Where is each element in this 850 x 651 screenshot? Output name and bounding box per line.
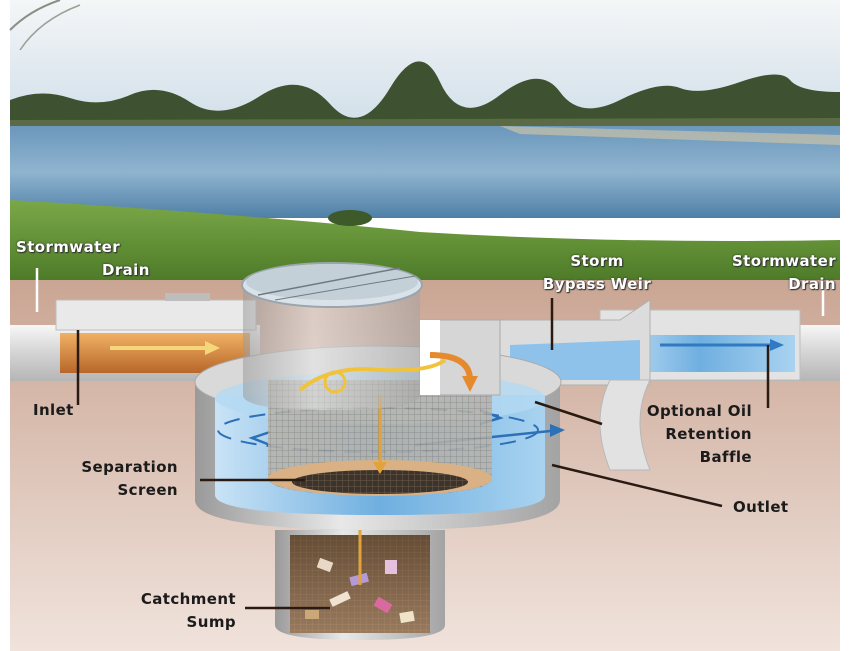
label-stormwater-drain-left: Stormwater Drain	[16, 238, 150, 279]
grass-bank	[10, 200, 840, 282]
label-separation-screen: Separation Screen	[81, 458, 178, 499]
label-stormwater-drain-right: Stormwater Drain	[731, 252, 836, 293]
label-inlet: Inlet	[33, 401, 74, 419]
leader-oil-baffle	[534, 400, 603, 426]
label-catchment-sump: Catchment Sump	[140, 590, 236, 631]
catchment-sump	[275, 530, 445, 640]
left-inlet-pipe	[10, 293, 260, 381]
label-storm-bypass-weir: Storm Bypass Weir	[542, 252, 652, 293]
leader-outlet	[551, 463, 723, 508]
riser-shaft	[241, 262, 501, 410]
label-outlet: Outlet	[733, 498, 789, 516]
debris	[305, 557, 415, 624]
lake	[10, 126, 840, 218]
leader-lines	[35, 268, 825, 610]
label-optional-oil-retention-baffle: Optional Oil Retention Baffle	[646, 402, 752, 466]
